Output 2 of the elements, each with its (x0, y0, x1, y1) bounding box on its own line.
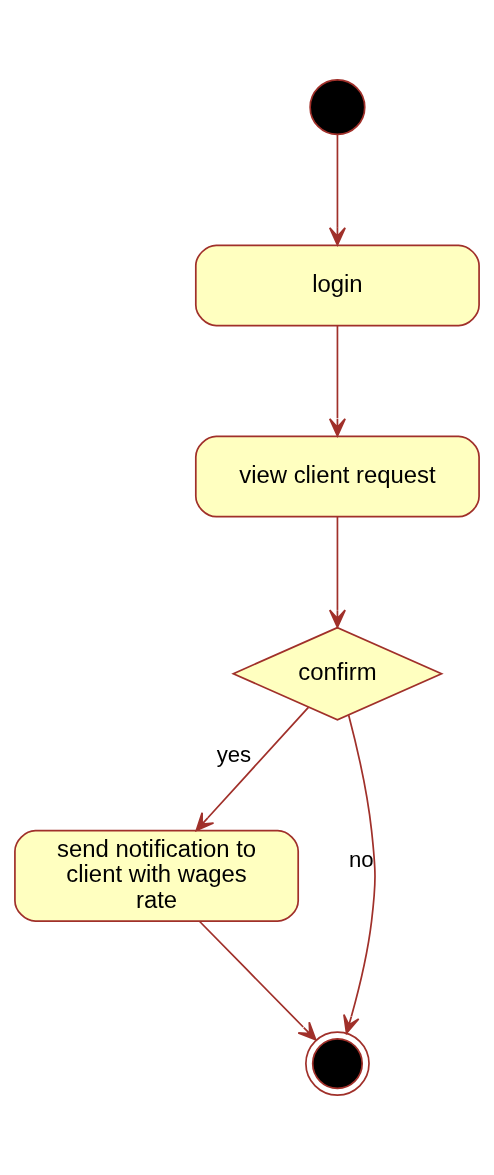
edge-label: yes (216, 742, 252, 768)
edge-label: no (348, 847, 374, 873)
